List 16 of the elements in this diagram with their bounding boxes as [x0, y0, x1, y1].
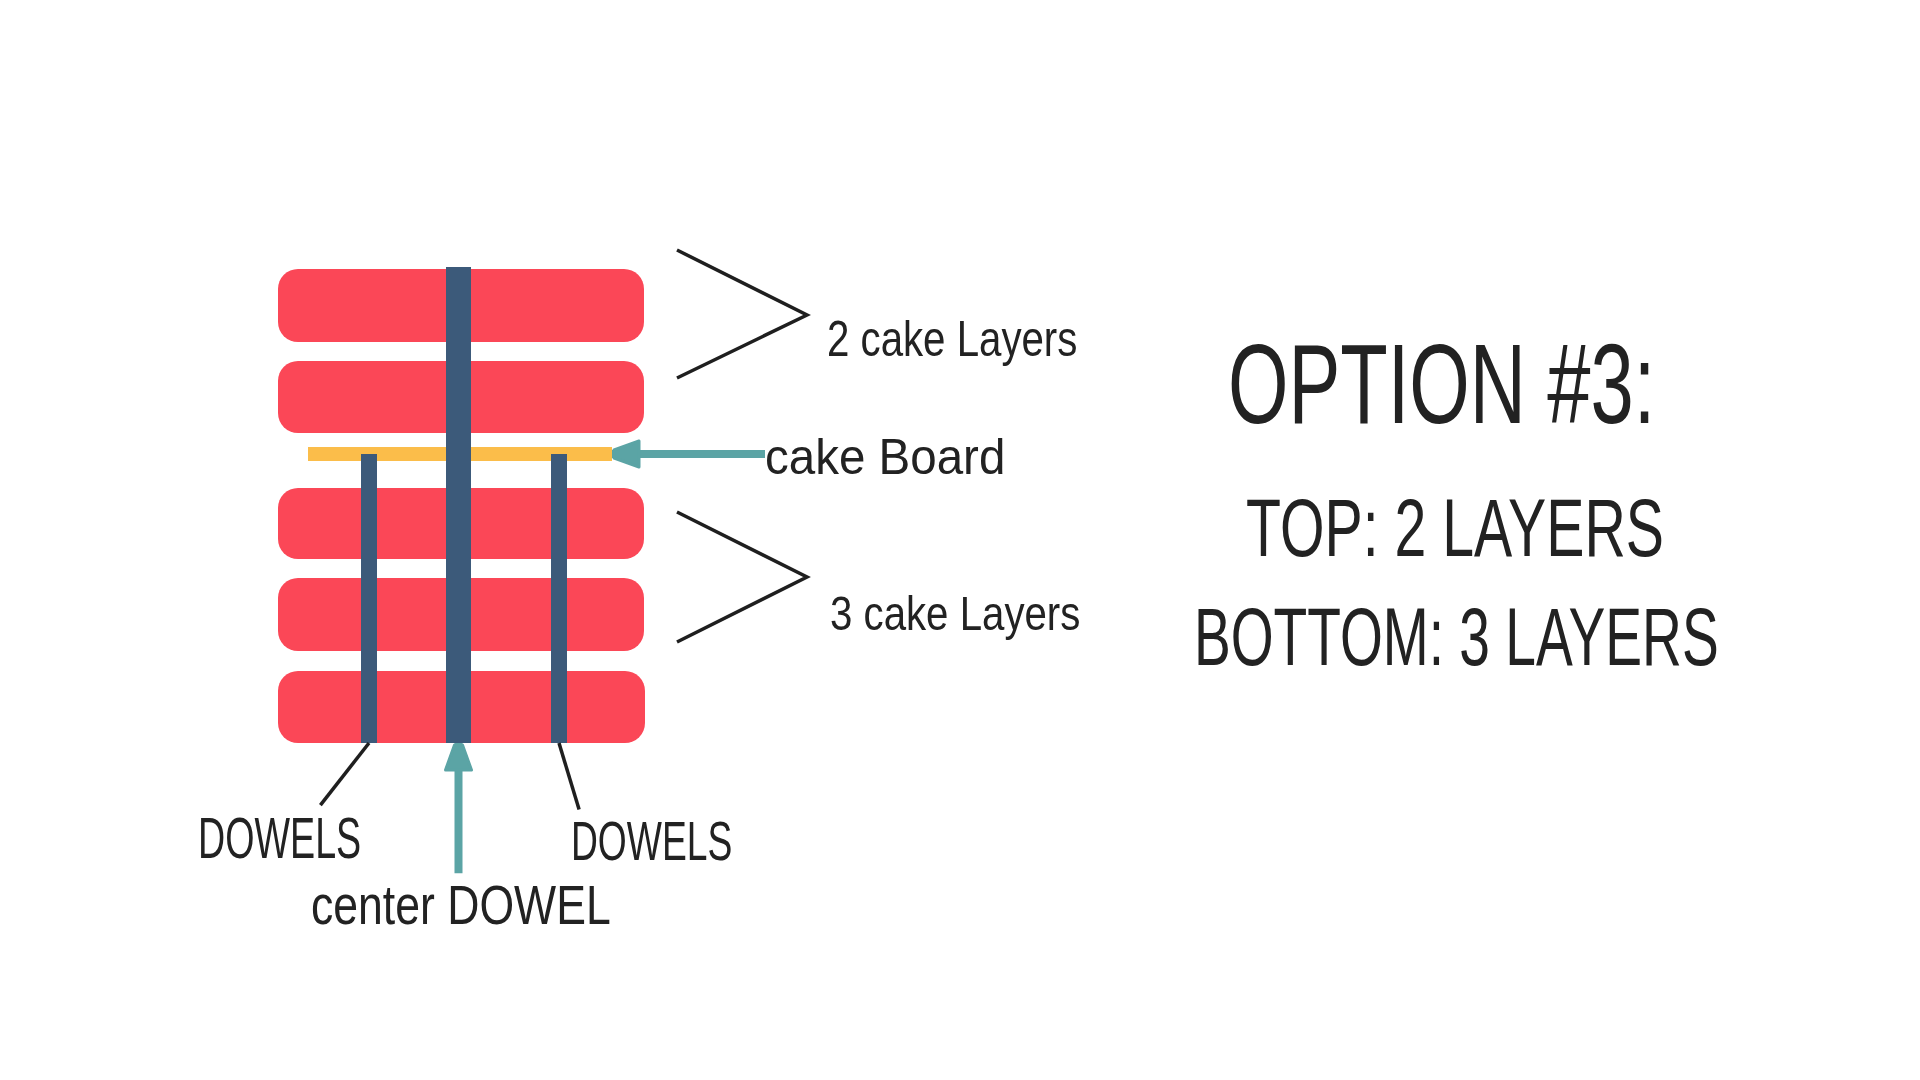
- bracket-label: 2 cake Layers: [827, 310, 1078, 369]
- summary-text: BOTTOM: 3 LAYERS: [1194, 590, 1719, 685]
- dowel: [361, 454, 377, 743]
- title: OPTION #3:: [1228, 319, 1656, 450]
- cake-layer: [278, 361, 644, 433]
- callout-label: center DOWEL: [311, 873, 611, 938]
- bracket-label: 3 cake Layers: [830, 585, 1081, 641]
- dowel: [551, 454, 567, 743]
- cake-layer: [278, 269, 644, 342]
- callout-label: cake Board: [765, 428, 1006, 487]
- callout-label: DOWELS: [571, 809, 733, 873]
- callout-label: DOWELS: [198, 805, 362, 872]
- leader-line: [557, 742, 581, 811]
- summary-text: TOP: 2 LAYERS: [1246, 481, 1664, 576]
- leader-line: [319, 741, 371, 807]
- center-dowel: [446, 267, 471, 743]
